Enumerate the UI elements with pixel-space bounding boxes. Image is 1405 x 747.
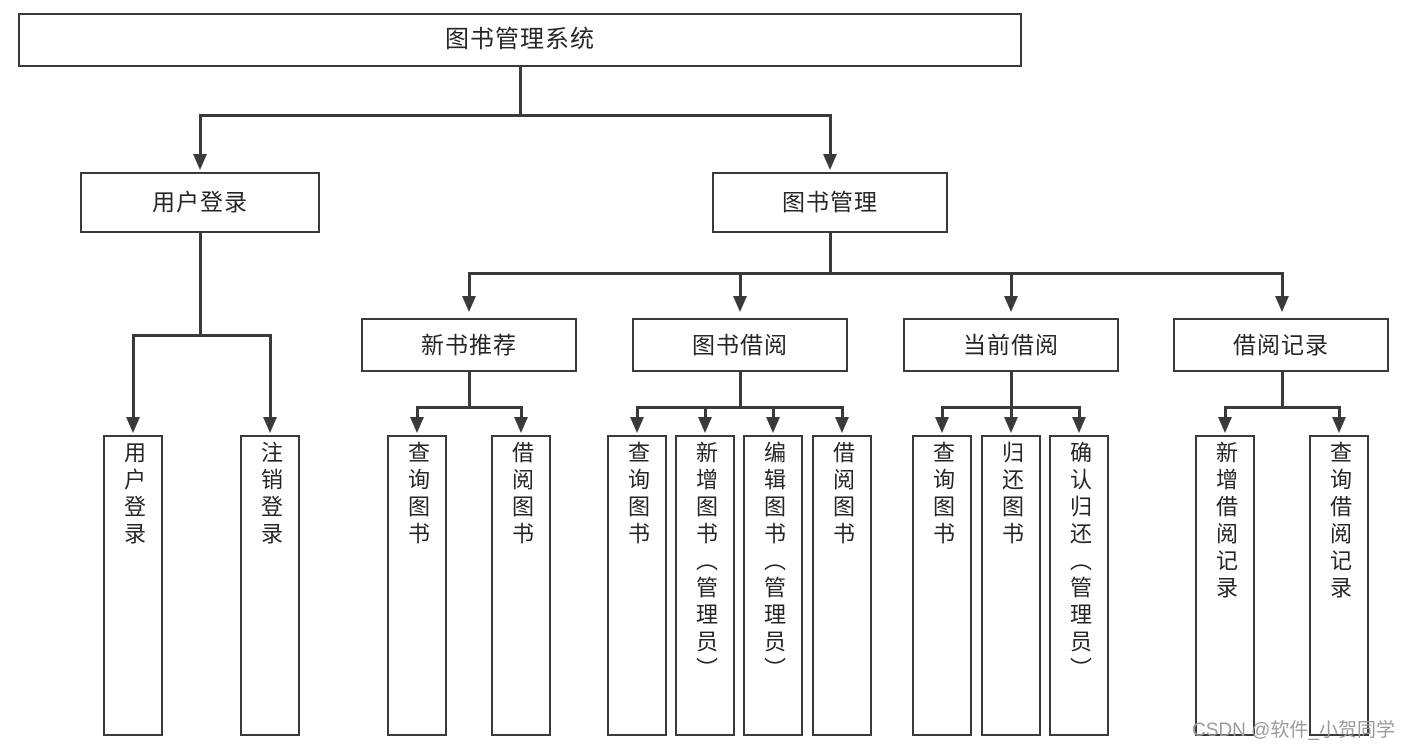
leaf-label: 查询图书 [625, 441, 650, 549]
leaf-bb-borrow-book[interactable]: 借阅图书 [812, 435, 872, 736]
leaf-label: 借阅图书 [509, 441, 534, 549]
leaf-cb-confirm-return-admin[interactable]: 确认归还（管理员） [1049, 435, 1109, 736]
connector-book-borrow-bus [636, 406, 843, 409]
connector-book-management-stem [829, 233, 832, 272]
leaf-label: 新增借阅记录 [1213, 441, 1238, 603]
leaf-bb-query-book[interactable]: 查询图书 [607, 435, 667, 736]
leaf-label: 编辑图书（管理员） [761, 441, 786, 684]
leaf-cb-return-book[interactable]: 归还图书 [981, 435, 1041, 736]
arrowhead-icon-new-book-recommend [462, 296, 476, 312]
leaf-label: 查询图书 [405, 441, 430, 549]
leaf-label: 归还图书 [999, 441, 1024, 549]
arrowhead-icon-leaf-cb-1 [935, 417, 949, 433]
leaf-bb-edit-book-admin[interactable]: 编辑图书（管理员） [743, 435, 803, 736]
arrowhead-icon-book-borrow [733, 296, 747, 312]
connector-cb-drop-2 [1010, 406, 1013, 419]
connector-borrow-record-bus [1224, 406, 1340, 409]
arrowhead-icon-leaf-bb-4 [835, 417, 849, 433]
connector-book-borrow-stem [739, 372, 742, 406]
leaf-bb-add-book-admin[interactable]: 新增图书（管理员） [675, 435, 735, 736]
node-book-management[interactable]: 图书管理 [712, 172, 948, 233]
arrowhead-icon-book-management [823, 154, 837, 170]
arrowhead-icon-current-borrow [1004, 296, 1018, 312]
connector-br-drop-2 [1338, 406, 1341, 419]
connector-br-drop-1 [1224, 406, 1227, 419]
arrowhead-icon-leaf-cb-2 [1004, 417, 1018, 433]
connector-bb-drop-2 [704, 406, 707, 419]
leaf-label: 确认归还（管理员） [1067, 441, 1092, 684]
leaf-nbr-query-book[interactable]: 查询图书 [387, 435, 447, 736]
node-label: 用户登录 [152, 189, 248, 215]
node-label: 图书管理系统 [445, 26, 595, 53]
node-borrow-record[interactable]: 借阅记录 [1173, 318, 1389, 372]
node-label: 新书推荐 [421, 331, 517, 358]
connector-current-borrow-stem [1010, 372, 1013, 406]
connector-user-login-drop-2 [269, 334, 272, 419]
connector-book-management-drop-4 [1281, 272, 1284, 298]
arrowhead-icon-leaf-cb-3 [1072, 417, 1086, 433]
node-book-borrow[interactable]: 图书借阅 [632, 318, 848, 372]
connector-book-management-drop-3 [1010, 272, 1013, 298]
node-label: 图书借阅 [692, 331, 788, 358]
leaf-label: 注销登录 [258, 441, 283, 549]
connector-new-book-recommend-stem [468, 372, 471, 406]
connector-root-drop-user-login [199, 114, 202, 156]
connector-cb-drop-1 [941, 406, 944, 419]
arrowhead-icon-leaf-nbr-1 [410, 417, 424, 433]
connector-book-management-drop-2 [739, 272, 742, 298]
node-current-borrow[interactable]: 当前借阅 [903, 318, 1119, 372]
connector-book-management-bus [468, 272, 1284, 275]
leaf-label: 查询借阅记录 [1327, 441, 1352, 603]
arrowhead-icon-borrow-record [1275, 296, 1289, 312]
node-label: 当前借阅 [963, 331, 1059, 358]
connector-nbr-drop-2 [520, 406, 523, 419]
leaf-cb-query-book[interactable]: 查询图书 [912, 435, 972, 736]
arrowhead-icon-leaf-bb-1 [630, 417, 644, 433]
node-new-book-recommend[interactable]: 新书推荐 [361, 318, 577, 372]
connector-new-book-recommend-bus [416, 406, 522, 409]
arrowhead-icon-leaf-br-1 [1218, 417, 1232, 433]
leaf-br-add-record[interactable]: 新增借阅记录 [1195, 435, 1255, 736]
connector-root-stem [519, 67, 522, 114]
arrowhead-icon-leaf-br-2 [1332, 417, 1346, 433]
connector-user-login-bus [132, 334, 269, 337]
connector-cb-drop-3 [1078, 406, 1081, 419]
connector-bb-drop-4 [841, 406, 844, 419]
connector-user-login-drop-1 [132, 334, 135, 419]
arrowhead-icon-leaf-nbr-2 [514, 417, 528, 433]
leaf-label: 借阅图书 [830, 441, 855, 549]
arrowhead-icon-leaf-bb-3 [766, 417, 780, 433]
connector-bb-drop-3 [772, 406, 775, 419]
arrowhead-icon-leaf-user-login-2 [263, 417, 277, 433]
node-label: 借阅记录 [1233, 331, 1329, 358]
leaf-label: 用户登录 [121, 441, 146, 549]
leaf-logout[interactable]: 注销登录 [240, 435, 300, 736]
connector-book-management-drop-1 [468, 272, 471, 298]
arrowhead-icon-user-login [193, 154, 207, 170]
connector-root-bus [199, 114, 831, 117]
connector-user-login-stem [199, 233, 202, 334]
node-root-book-management-system[interactable]: 图书管理系统 [18, 13, 1022, 67]
arrowhead-icon-leaf-user-login-1 [126, 417, 140, 433]
connector-bb-drop-1 [636, 406, 639, 419]
connector-root-drop-book-management [829, 114, 832, 156]
leaf-user-login[interactable]: 用户登录 [103, 435, 163, 736]
leaf-nbr-borrow-book[interactable]: 借阅图书 [491, 435, 551, 736]
leaf-br-query-record[interactable]: 查询借阅记录 [1309, 435, 1369, 736]
node-label: 图书管理 [782, 189, 878, 215]
connector-borrow-record-stem [1281, 372, 1284, 406]
csdn-watermark: CSDN @软件_小贺同学 [1192, 720, 1395, 741]
arrowhead-icon-leaf-bb-2 [698, 417, 712, 433]
connector-nbr-drop-1 [416, 406, 419, 419]
leaf-label: 新增图书（管理员） [693, 441, 718, 684]
leaf-label: 查询图书 [930, 441, 955, 549]
node-user-login[interactable]: 用户登录 [80, 172, 320, 233]
